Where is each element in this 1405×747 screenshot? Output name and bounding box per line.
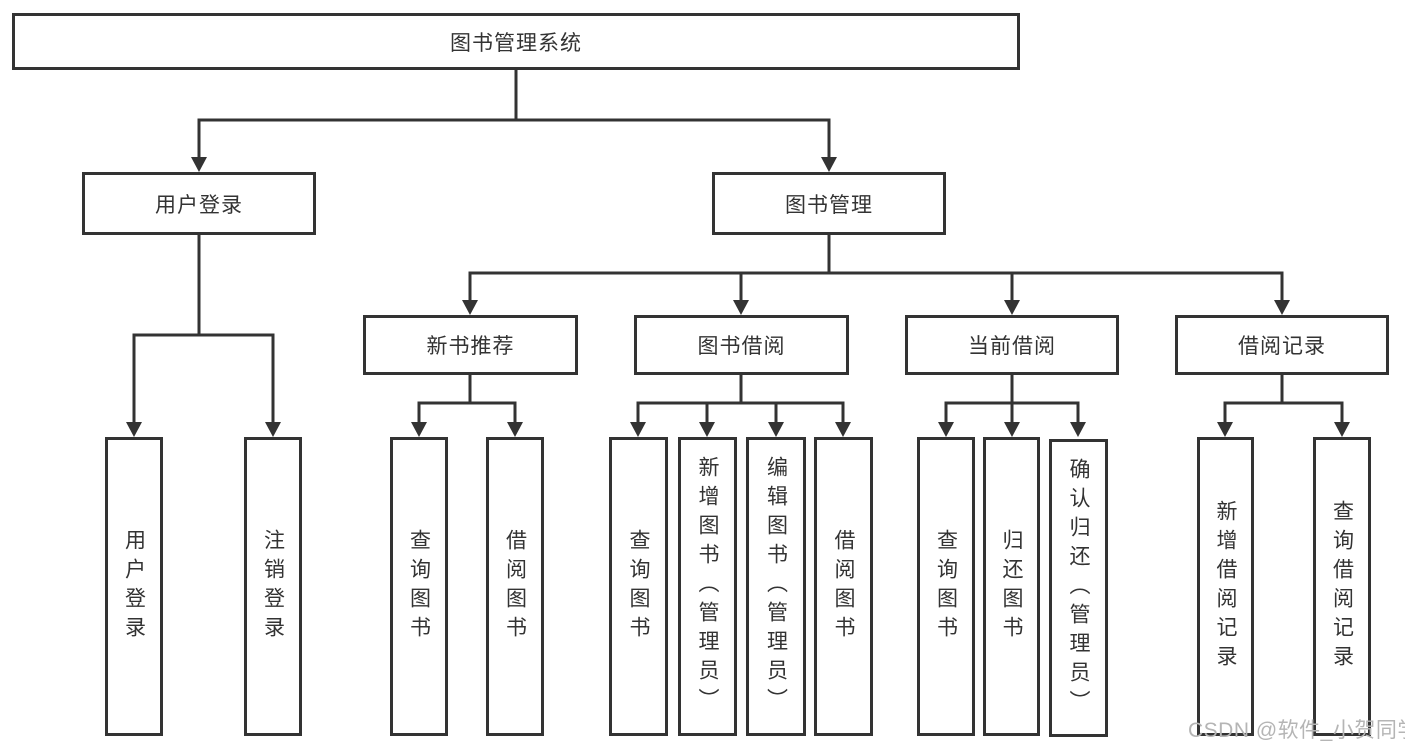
leaf-user-login-label: 用户登录: [122, 528, 146, 645]
arrow-down-icon: [191, 157, 207, 172]
node-new-book-recommend-label: 新书推荐: [426, 335, 515, 358]
leaf-borrow-books-recommend-label: 借阅图书: [503, 528, 527, 645]
arrow-down-icon: [462, 300, 478, 315]
leaf-query-books-borrow-label: 查询图书: [627, 528, 650, 645]
node-user-login-label: 用户登录: [155, 193, 243, 217]
node-borrow-records: 借阅记录: [1175, 315, 1389, 375]
leaf-query-books-current-label: 查询图书: [934, 528, 958, 645]
watermark: CSDN @软件_小贺同学: [1188, 719, 1405, 742]
leaf-borrow-books-recommend: 借阅图书: [486, 437, 544, 736]
arrow-down-icon: [126, 422, 142, 437]
leaf-add-borrow-record: 新增借阅记录: [1197, 437, 1254, 736]
node-root: 图书管理系统: [12, 13, 1020, 70]
node-user-login: 用户登录: [82, 172, 316, 235]
arrow-down-icon: [1217, 422, 1233, 437]
arrow-down-icon: [733, 300, 749, 315]
leaf-add-borrow-record-label: 新增借阅记录: [1214, 499, 1237, 674]
node-new-book-recommend: 新书推荐: [363, 315, 578, 375]
arrow-down-icon: [938, 422, 954, 437]
arrowheads: [126, 157, 1350, 437]
leaf-query-books-current: 查询图书: [917, 437, 975, 736]
leaf-return-books: 归还图书: [983, 437, 1040, 736]
node-current-borrow-label: 当前借阅: [968, 335, 1056, 358]
connector-user-login-bracket: [132, 333, 275, 422]
arrow-down-icon: [835, 422, 851, 437]
leaf-return-books-label: 归还图书: [1000, 528, 1023, 645]
leaf-add-book-admin: 新增图书（管理员）: [678, 437, 737, 736]
arrow-down-icon: [1070, 422, 1086, 437]
leaf-query-borrow-record-label: 查询借阅记录: [1330, 499, 1354, 674]
leaf-borrow-books: 借阅图书: [814, 437, 873, 736]
arrow-down-icon: [630, 422, 646, 437]
leaf-query-books-borrow: 查询图书: [609, 437, 668, 736]
leaf-confirm-return-admin: 确认归还（管理员）: [1049, 439, 1108, 737]
connector-book-borrow-bracket: [636, 401, 845, 422]
connector-book-mgmt-bracket: [468, 271, 1284, 300]
node-book-borrow-label: 图书借阅: [697, 335, 786, 358]
arrow-down-icon: [1004, 422, 1020, 437]
leaf-add-book-admin-label: 新增图书（管理员）: [696, 456, 719, 717]
leaf-confirm-return-admin-label: 确认归还（管理员）: [1067, 457, 1090, 719]
leaf-user-login: 用户登录: [105, 437, 163, 736]
leaf-edit-book-admin-label: 编辑图书（管理员）: [764, 456, 788, 717]
node-book-management: 图书管理: [712, 172, 946, 235]
node-book-management-label: 图书管理: [785, 193, 873, 217]
arrow-down-icon: [411, 422, 427, 437]
arrow-down-icon: [768, 422, 784, 437]
leaf-query-books-recommend: 查询图书: [390, 437, 448, 736]
node-current-borrow: 当前借阅: [905, 315, 1119, 375]
connector-new-book-bracket: [417, 401, 517, 422]
connector-root-bracket: [197, 118, 831, 157]
arrow-down-icon: [1004, 300, 1020, 315]
leaf-query-books-recommend-label: 查询图书: [407, 528, 431, 645]
leaf-query-borrow-record: 查询借阅记录: [1313, 437, 1371, 736]
leaf-edit-book-admin: 编辑图书（管理员）: [746, 437, 806, 736]
node-borrow-records-label: 借阅记录: [1238, 335, 1326, 358]
arrow-down-icon: [507, 422, 523, 437]
leaf-borrow-books-label: 借阅图书: [832, 528, 855, 645]
node-book-borrow: 图书借阅: [634, 315, 849, 375]
node-root-label: 图书管理系统: [450, 31, 582, 55]
arrow-down-icon: [821, 157, 837, 172]
connector-borrow-records-bracket: [1223, 401, 1344, 422]
leaf-logout-label: 注销登录: [261, 528, 285, 645]
leaf-logout: 注销登录: [244, 437, 302, 736]
arrow-down-icon: [265, 422, 281, 437]
arrow-down-icon: [699, 422, 715, 437]
arrow-down-icon: [1274, 300, 1290, 315]
arrow-down-icon: [1334, 422, 1350, 437]
